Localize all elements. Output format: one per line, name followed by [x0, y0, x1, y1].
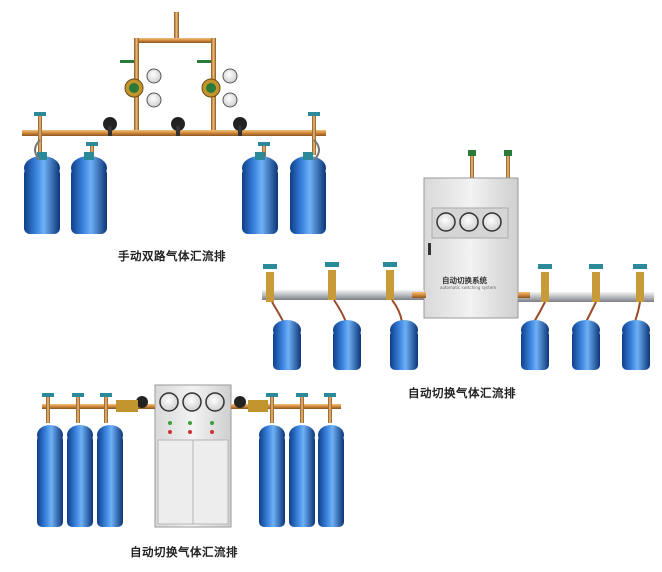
cylinder [572, 320, 600, 370]
cylinder [24, 152, 60, 234]
cylinder [622, 320, 650, 370]
cabinet-title: 自动切换系统 [442, 276, 487, 285]
cylinder [273, 320, 301, 370]
control-cabinet [423, 177, 519, 319]
cylinder [318, 425, 344, 527]
cabinet-subtitle: automatic switching system [440, 285, 497, 290]
caption-auto-switch-manifold-right: 自动切换气体汇流排 [408, 386, 516, 400]
cylinder [290, 152, 326, 234]
caption-manual-dual-manifold: 手动双路气体汇流排 [118, 249, 226, 263]
cylinder [390, 320, 418, 370]
cylinder [67, 425, 93, 527]
cylinder [333, 320, 361, 370]
auto-switch-manifold-right [262, 150, 654, 370]
cylinder [289, 425, 315, 527]
manual-dual-manifold [22, 12, 326, 234]
cylinder [97, 425, 123, 527]
cylinder [242, 152, 278, 234]
cylinder [71, 152, 107, 234]
cylinder [521, 320, 549, 370]
cylinder [259, 425, 285, 527]
caption-auto-switch-manifold-bottom: 自动切换气体汇流排 [130, 545, 238, 559]
cylinder [37, 425, 63, 527]
auto-switch-manifold-bottom [37, 384, 344, 528]
